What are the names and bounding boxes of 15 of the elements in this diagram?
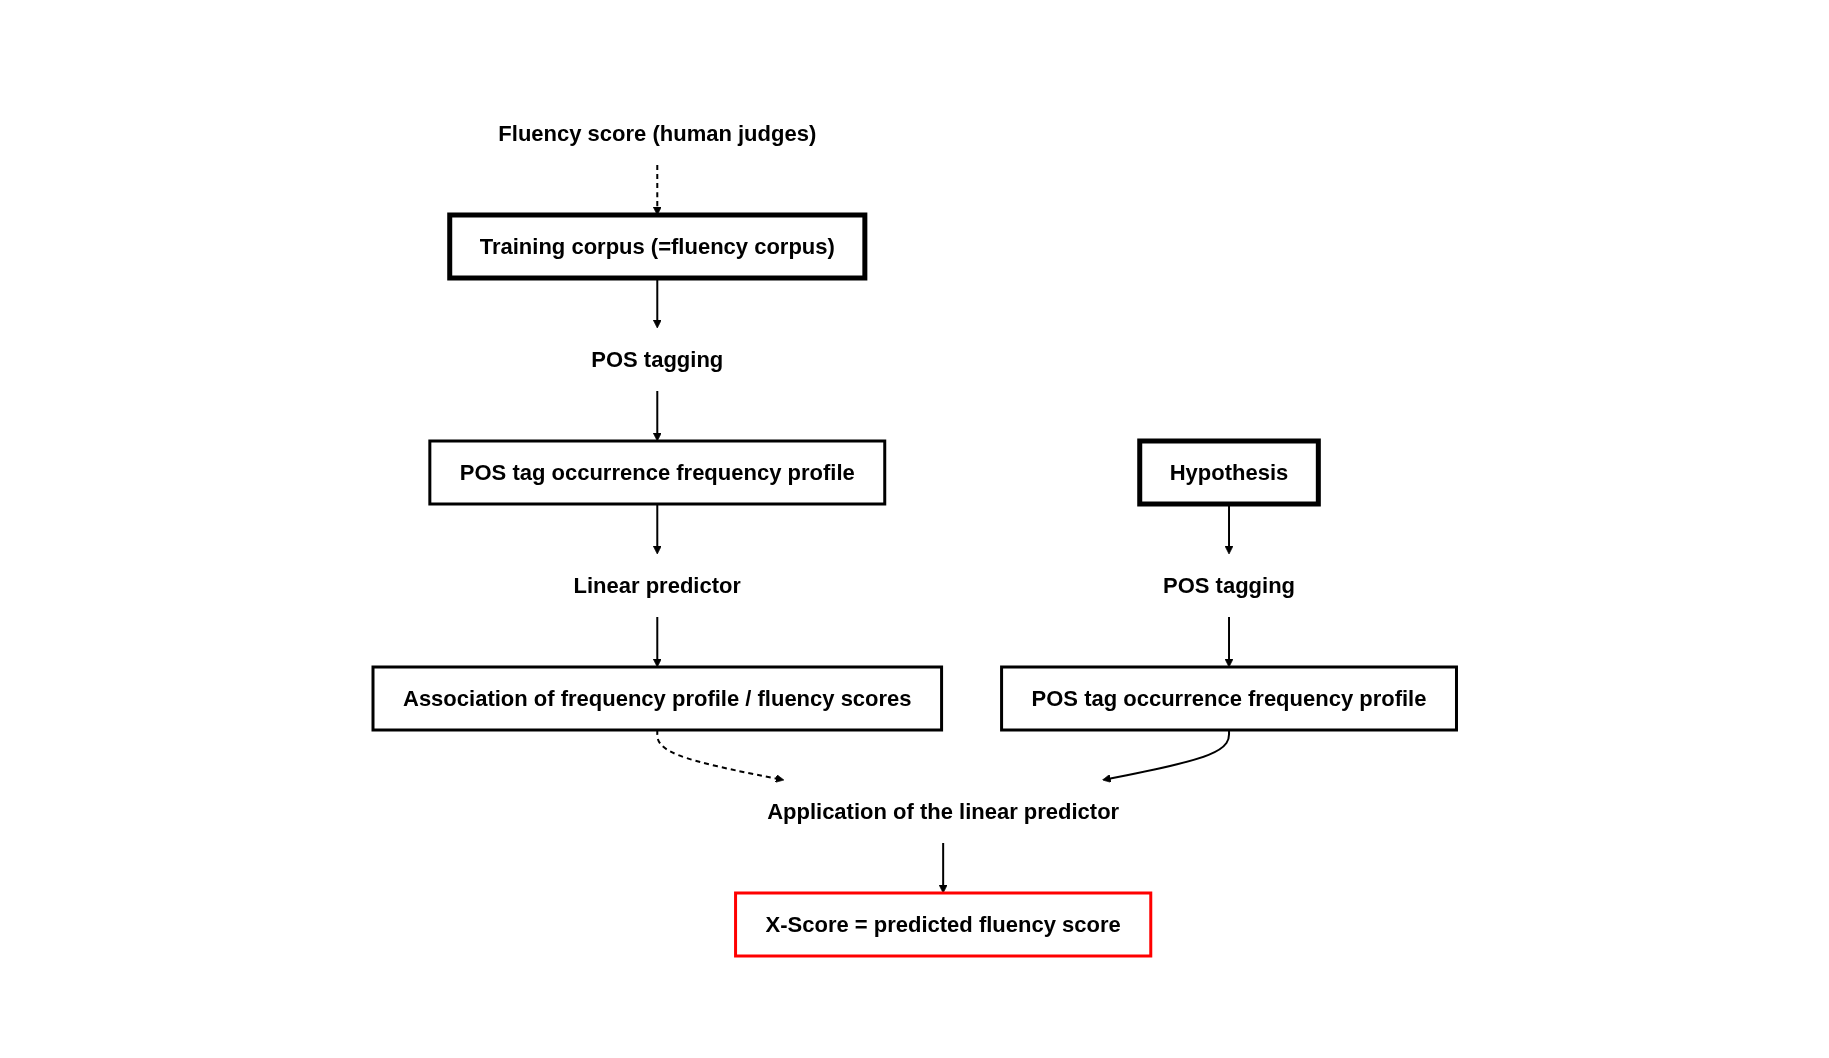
arrow	[938, 842, 948, 894]
arrow	[652, 390, 662, 442]
node-text: Fluency score (human judges)	[498, 121, 816, 146]
node-box: X-Score = predicted fluency score	[733, 891, 1152, 958]
node-text: POS tagging	[1162, 573, 1295, 598]
node-box: POS tag occurrence frequency profile	[428, 439, 886, 506]
node-text: Linear predictor	[573, 573, 741, 598]
node-text: POS tagging	[591, 347, 724, 372]
node-box: Training corpus (=fluency corpus)	[447, 212, 868, 281]
node-text: Application of the linear predictor	[766, 799, 1119, 824]
arrow	[652, 616, 662, 668]
arrow	[1224, 616, 1234, 668]
node-box: Association of frequency profile / fluency scores	[371, 665, 943, 732]
node-box: POS tag occurrence frequency profile	[999, 665, 1458, 732]
node-box: Hypothesis	[1137, 438, 1321, 507]
